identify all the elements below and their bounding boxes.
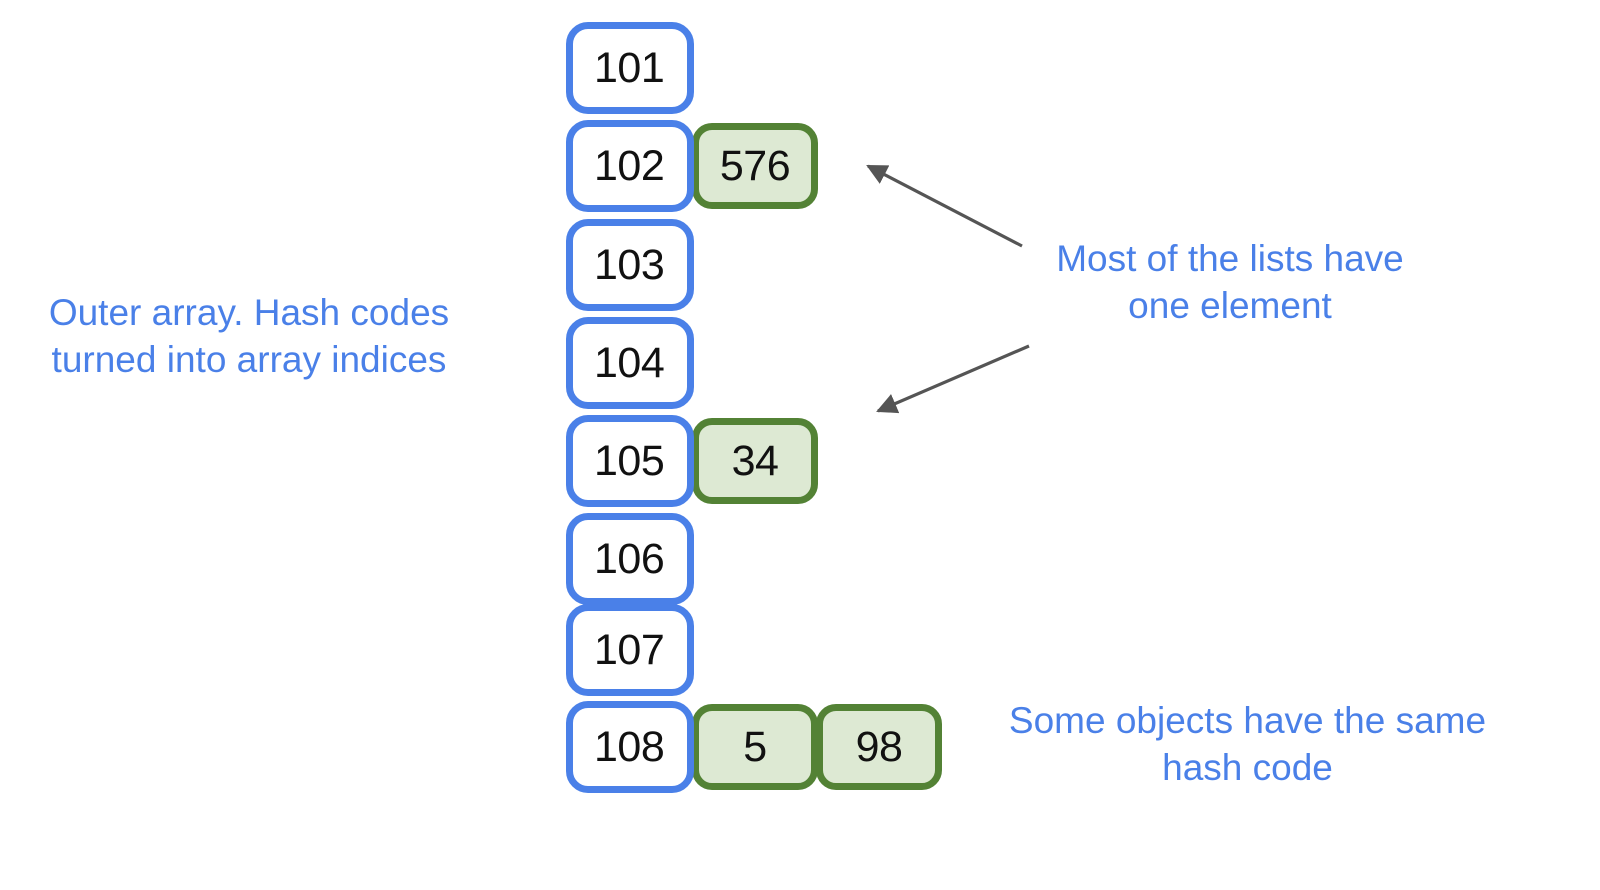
bucket-cell[interactable]: 102	[566, 120, 694, 212]
bucket-index-label: 101	[594, 43, 665, 92]
bucket-cell[interactable]: 103	[566, 219, 694, 311]
list-node-value: 576	[719, 141, 791, 190]
annotation-same-hash-code: Some objects have the same hash code	[1008, 700, 1487, 788]
bucket-row: 105 34	[566, 415, 818, 507]
bucket-cell[interactable]: 107	[566, 604, 694, 696]
arrow-to-576-node	[866, 164, 1023, 248]
bucket-row: 106	[566, 513, 694, 605]
list-node[interactable]: 98	[816, 704, 942, 790]
bucket-cell[interactable]: 101	[566, 22, 694, 114]
bucket-index-label: 104	[594, 338, 665, 387]
bucket-row: 103	[566, 219, 694, 311]
list-node[interactable]: 576	[692, 123, 818, 209]
list-node-value: 34	[731, 436, 779, 485]
list-node[interactable]: 34	[692, 418, 818, 504]
bucket-index-label: 105	[594, 436, 665, 485]
bucket-row: 102 576	[566, 120, 818, 212]
annotation-most-lists-one-element: Most of the lists have one element	[1056, 238, 1404, 326]
bucket-row: 104	[566, 317, 694, 409]
bucket-index-label: 107	[594, 625, 665, 674]
list-node[interactable]: 5	[692, 704, 818, 790]
arrow-to-34-node	[876, 344, 1030, 414]
bucket-index-label: 106	[594, 534, 665, 583]
bucket-cell[interactable]: 105	[566, 415, 694, 507]
bucket-cell[interactable]: 106	[566, 513, 694, 605]
bucket-index-label: 103	[594, 240, 665, 289]
bucket-row: 101	[566, 22, 694, 114]
bucket-row: 107	[566, 604, 694, 696]
bucket-index-label: 102	[594, 141, 665, 190]
bucket-index-label: 108	[594, 722, 665, 771]
bucket-cell[interactable]: 104	[566, 317, 694, 409]
list-node-value: 5	[743, 722, 767, 771]
annotation-outer-array: Outer array. Hash codes turned into arra…	[48, 292, 450, 380]
bucket-cell[interactable]: 108	[566, 701, 694, 793]
list-node-value: 98	[855, 722, 903, 771]
bucket-row: 108 5 98	[566, 701, 942, 793]
